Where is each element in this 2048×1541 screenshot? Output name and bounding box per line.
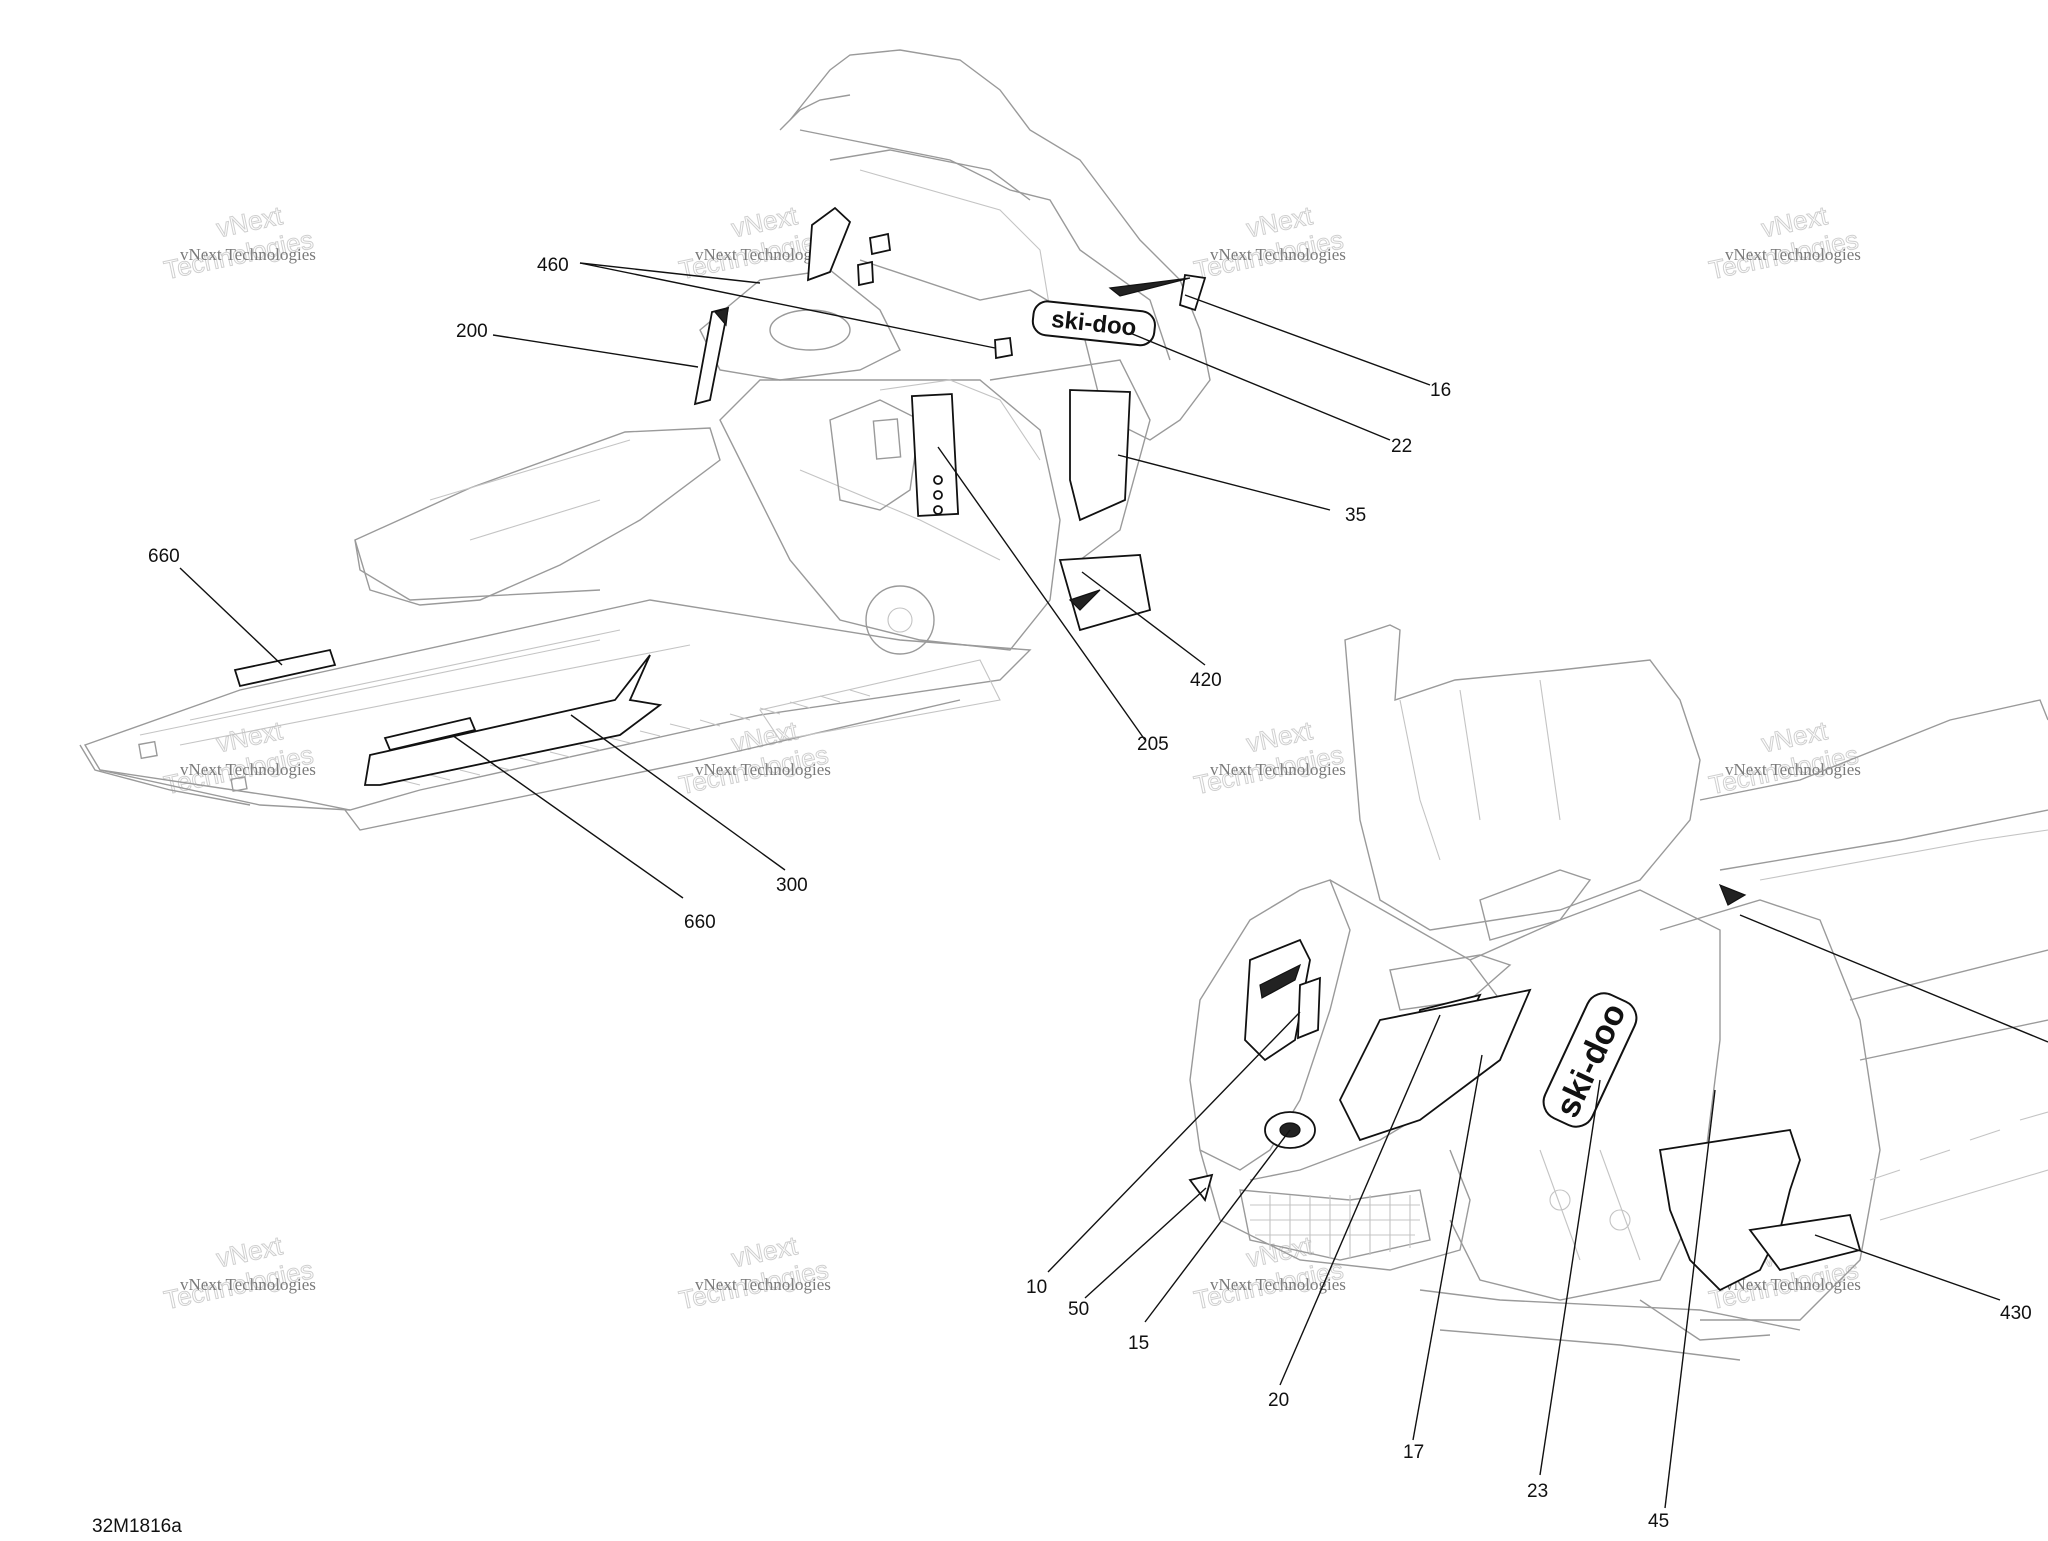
callout-420: 420 — [1190, 670, 1222, 691]
watermark: Technologies vNext vNext Technologies — [1191, 200, 1347, 286]
callout-50: 50 — [1068, 1299, 1089, 1320]
decal-660-top — [233, 648, 337, 688]
callout-660-top: 660 — [148, 546, 180, 567]
callout-205: 205 — [1137, 734, 1169, 755]
decals-front-view: ski-doo — [1188, 883, 1862, 1292]
callout-labels: 460 200 16 22 35 660 420 205 300 660 10 … — [148, 255, 2032, 1532]
watermark: Technologies vNext vNext Technologies — [1191, 1230, 1347, 1316]
decal-420 — [1058, 554, 1152, 632]
decal-660-side — [383, 716, 477, 752]
decal-16-stripe — [1108, 277, 1191, 297]
watermark: Technologies vNext vNext Technologies — [161, 715, 317, 801]
callout-15: 15 — [1128, 1333, 1149, 1354]
decal-h-mark-2 — [869, 232, 891, 256]
svg-text:vNext Technologies: vNext Technologies — [695, 760, 831, 779]
callout-300: 300 — [776, 875, 808, 896]
watermark: Technologies vNext vNext Technologies — [161, 1230, 317, 1316]
svg-text:vNext Technologies: vNext Technologies — [180, 245, 316, 264]
callout-23: 23 — [1527, 1481, 1548, 1502]
callout-660-bottom: 660 — [684, 912, 716, 933]
decal-205-dot — [933, 475, 943, 485]
snowmobile-front-view — [1189, 624, 2048, 1361]
callout-200: 200 — [456, 321, 488, 342]
watermark: Technologies vNext vNext Technologies — [1191, 715, 1347, 801]
callout-20: 20 — [1268, 1390, 1289, 1411]
svg-text:vNext Technologies: vNext Technologies — [1210, 1275, 1346, 1294]
decal-460-upper — [807, 206, 852, 282]
decal-22: ski-doo — [1031, 300, 1156, 347]
watermark: Technologies vNext vNext Technologies — [161, 200, 317, 286]
callout-22: 22 — [1391, 436, 1412, 457]
svg-text:vNext Technologies: vNext Technologies — [695, 1275, 831, 1294]
decal-205-dot — [933, 505, 943, 515]
decal-460-lower — [994, 336, 1013, 360]
svg-text:vNext Technologies: vNext Technologies — [1725, 1275, 1861, 1294]
decals-rear-view: ski-doo — [233, 206, 1207, 786]
svg-text:vNext Technologies: vNext Technologies — [1725, 760, 1861, 779]
svg-text:vNext Technologies: vNext Technologies — [1725, 245, 1861, 264]
watermark: Technologies vNext vNext Technologies — [1706, 200, 1862, 286]
decal-10-stripe — [1259, 963, 1302, 999]
decal-205 — [910, 393, 960, 517]
decal-35 — [1069, 389, 1131, 522]
decal-420-stripe — [1068, 589, 1101, 611]
callout-16: 16 — [1430, 380, 1451, 401]
watermark: Technologies vNext vNext Technologies — [676, 1230, 832, 1316]
svg-text:vNext Technologies: vNext Technologies — [1210, 760, 1346, 779]
callout-35: 35 — [1345, 505, 1366, 526]
watermark: Technologies vNext vNext Technologies — [676, 200, 832, 286]
svg-text:vNext Technologies: vNext Technologies — [180, 760, 316, 779]
callout-430: 430 — [2000, 1303, 2032, 1324]
svg-text:vNext Technologies: vNext Technologies — [1210, 245, 1346, 264]
decal-16 — [1178, 273, 1207, 312]
svg-text:vNext Technologies: vNext Technologies — [180, 1275, 316, 1294]
callout-17: 17 — [1403, 1442, 1424, 1463]
watermark: Technologies vNext vNext Technologies — [676, 715, 832, 801]
decal-50 — [1188, 1173, 1214, 1202]
decal-205-dot — [933, 490, 943, 500]
callout-45: 45 — [1648, 1511, 1669, 1532]
decal-430 — [1748, 1213, 1862, 1272]
decal-h-mark — [857, 260, 874, 287]
decal-10-side — [1297, 976, 1321, 1040]
decal-23: ski-doo — [1542, 992, 1638, 1128]
decal-200-accent — [713, 307, 729, 327]
svg-text:vNext Technologies: vNext Technologies — [695, 245, 831, 264]
decal-300 — [363, 654, 663, 786]
decal-17 — [1338, 988, 1532, 1142]
watermarks: Technologies vNext vNext Technologies Te… — [161, 200, 1862, 1316]
callout-10: 10 — [1026, 1277, 1047, 1298]
callout-460: 460 — [537, 255, 569, 276]
drawing-code: 32M1816a — [92, 1516, 182, 1536]
leader-lines — [179, 262, 2048, 1509]
decal-right-tab — [1718, 883, 1747, 906]
